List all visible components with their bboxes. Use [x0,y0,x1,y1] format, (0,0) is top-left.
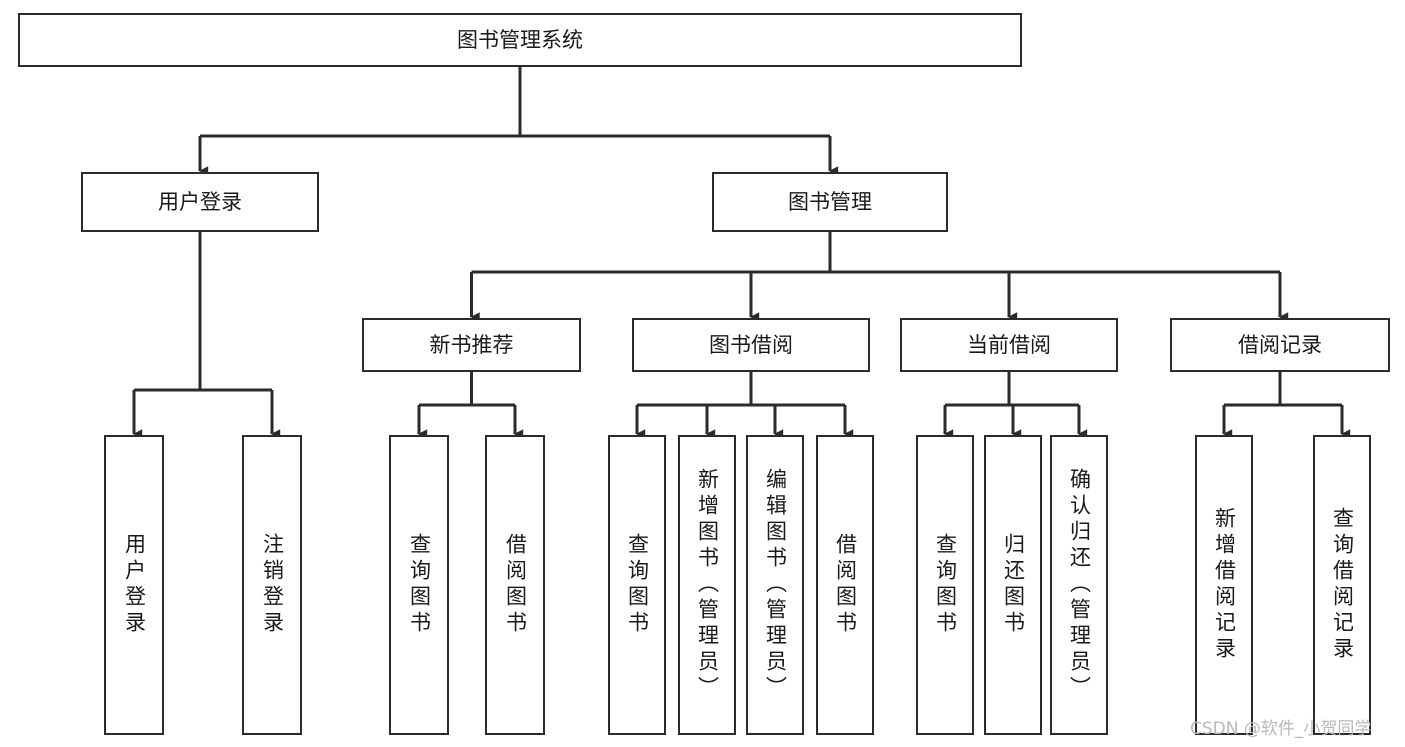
node-leaf-borrow-book-1[interactable]: 借阅图书 [485,435,545,735]
node-label: 用户登录 [122,533,147,637]
node-label: 查询借阅记录 [1330,507,1355,663]
node-label: 注销登录 [260,533,285,637]
node-label: 编辑图书（管理员） [763,468,788,702]
node-leaf-borrow-book-2[interactable]: 借阅图书 [816,435,874,735]
node-root[interactable]: 图书管理系统 [18,13,1022,67]
node-leaf-logout[interactable]: 注销登录 [242,435,302,735]
node-leaf-return-book[interactable]: 归还图书 [984,435,1042,735]
node-label: 新书推荐 [429,332,514,357]
node-leaf-query-book-1[interactable]: 查询图书 [389,435,449,735]
node-leaf-add-record[interactable]: 新增借阅记录 [1195,435,1253,735]
node-label: 图书管理系统 [457,27,583,52]
node-user-login[interactable]: 用户登录 [81,172,319,232]
node-label: 图书借阅 [709,332,793,357]
node-label: 确认归还（管理员） [1067,468,1092,702]
node-label: 用户登录 [158,189,242,214]
node-leaf-query-book-3[interactable]: 查询图书 [916,435,974,735]
node-new-book-rec[interactable]: 新书推荐 [362,318,581,372]
node-label: 当前借阅 [967,332,1051,357]
node-leaf-confirm-return[interactable]: 确认归还（管理员） [1050,435,1108,735]
node-label: 借阅记录 [1238,332,1322,357]
node-label: 归还图书 [1001,533,1026,637]
node-leaf-user-login[interactable]: 用户登录 [104,435,164,735]
node-borrow-record[interactable]: 借阅记录 [1170,318,1390,372]
node-label: 图书管理 [788,189,872,214]
node-label: 查询图书 [407,533,432,637]
node-leaf-query-book-2[interactable]: 查询图书 [608,435,666,735]
node-label: 查询图书 [625,533,650,637]
node-label: 借阅图书 [503,533,528,637]
node-book-manage[interactable]: 图书管理 [712,172,948,232]
node-leaf-edit-book[interactable]: 编辑图书（管理员） [746,435,804,735]
node-leaf-add-book[interactable]: 新增图书（管理员） [678,435,736,735]
node-label: 新增借阅记录 [1212,507,1237,663]
node-leaf-query-record[interactable]: 查询借阅记录 [1313,435,1371,735]
node-book-borrow[interactable]: 图书借阅 [632,318,870,372]
node-label: 查询图书 [933,533,958,637]
node-current-borrow[interactable]: 当前借阅 [900,318,1118,372]
node-label: 新增图书（管理员） [695,468,720,702]
watermark-text: CSDN @软件_小贺同学 [1190,719,1372,739]
node-label: 借阅图书 [833,533,858,637]
